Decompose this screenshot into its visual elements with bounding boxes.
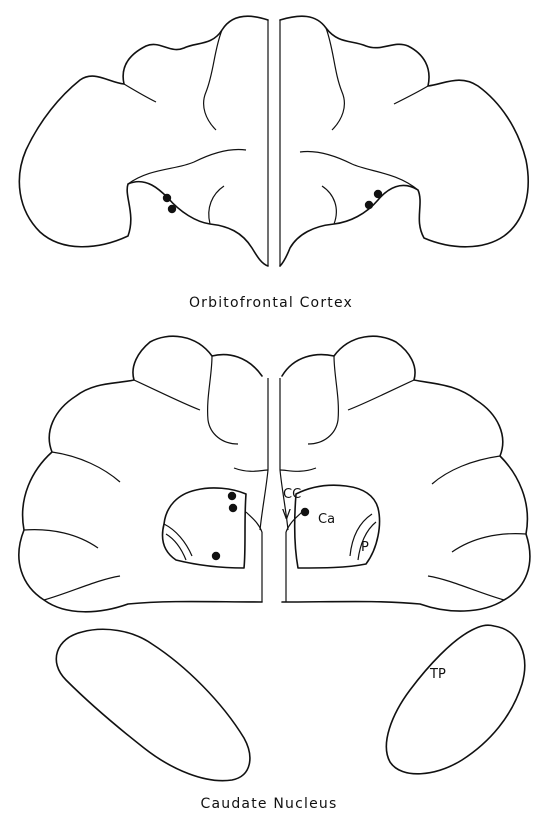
right-sulcus-3 <box>300 152 418 191</box>
left-putamen-border <box>164 524 192 556</box>
left-sulcus-4 <box>209 186 224 224</box>
right-sulcus <box>308 356 338 444</box>
left-sulcus <box>24 530 98 548</box>
left-putamen-border <box>166 534 186 560</box>
left-hemisphere-outline <box>19 336 262 612</box>
right-sulcus-4 <box>322 186 336 224</box>
right-hemisphere-outline <box>282 336 530 611</box>
right-sulcus <box>452 534 526 552</box>
corpus-callosum <box>234 468 316 471</box>
marker-dot <box>229 504 237 512</box>
orbitofrontal-section: Orbitofrontal Cortex <box>19 16 528 311</box>
label-ventricle: V <box>282 508 291 523</box>
marker-dot <box>365 201 373 209</box>
right-caudate-region <box>295 485 380 568</box>
label-putamen: P <box>361 540 369 555</box>
lower-midline <box>262 532 286 602</box>
right-sulcus <box>348 380 414 410</box>
right-sulcus <box>428 576 504 600</box>
marker-dot <box>212 552 220 560</box>
label-corpus-callosum: CC <box>283 487 301 502</box>
left-sulcus <box>208 356 238 444</box>
left-temporal-pole <box>56 629 250 780</box>
left-sulcus <box>44 576 120 600</box>
marker-dot <box>301 508 309 516</box>
label-caudate: Ca <box>318 512 335 527</box>
left-sulcus <box>52 452 120 482</box>
marker-dot <box>374 190 382 198</box>
right-hemisphere-outline <box>280 16 528 266</box>
left-sulcus-3 <box>128 150 246 185</box>
left-sulcus <box>134 380 200 410</box>
caudate-section: CC V Ca P TP Caudate Nucleus <box>19 336 530 812</box>
ventricle-outline <box>246 512 302 532</box>
left-sulcus-2 <box>204 30 222 130</box>
label-temporal-pole: TP <box>429 667 446 682</box>
marker-dot <box>228 492 236 500</box>
marker-dot <box>163 194 171 202</box>
marker-dot <box>168 205 176 213</box>
right-sulcus <box>432 456 500 484</box>
right-sulcus-2 <box>326 28 344 130</box>
left-sulcus-1 <box>124 84 156 102</box>
panel-caption: Orbitofrontal Cortex <box>189 295 353 311</box>
right-sulcus-1 <box>394 86 428 104</box>
panel-caption: Caudate Nucleus <box>201 796 338 812</box>
left-hemisphere-outline <box>19 16 268 266</box>
right-temporal-pole <box>386 625 524 774</box>
